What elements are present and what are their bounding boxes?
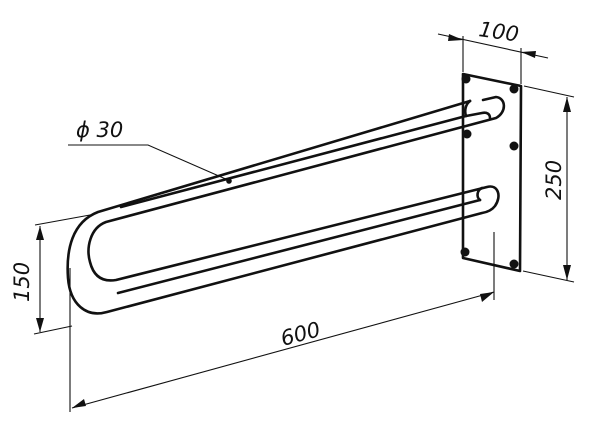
plate-bolt-mid-left bbox=[462, 129, 472, 139]
tube-end-lower bbox=[476, 186, 484, 202]
plate-height-arrow-bottom bbox=[563, 265, 571, 280]
height-label: 150 bbox=[10, 262, 34, 302]
plate-height-dimension: 250 bbox=[522, 85, 575, 283]
length-dimension-line bbox=[71, 291, 495, 409]
length-dimension: 600 bbox=[69, 232, 495, 412]
plate-width-arrow-right bbox=[521, 51, 536, 58]
length-arrow-left bbox=[72, 399, 86, 408]
plate-width-arrow-left bbox=[448, 34, 463, 41]
diameter-dimension: ϕ 30 bbox=[68, 118, 232, 184]
plate-bolt-bottom-left bbox=[460, 247, 470, 257]
diameter-label: ϕ 30 bbox=[76, 118, 123, 142]
diameter-leader-dot bbox=[226, 178, 232, 184]
length-label: 600 bbox=[278, 317, 323, 351]
tube-end-upper bbox=[463, 99, 472, 118]
height-extension-top bbox=[34, 214, 91, 226]
plate-height-extension-top bbox=[523, 85, 575, 98]
height-dimension: 150 bbox=[10, 214, 91, 335]
plate-height-arrow-top bbox=[563, 97, 571, 112]
plate-height-extension-bottom bbox=[522, 270, 575, 283]
height-arrow-top bbox=[36, 226, 44, 240]
plate-height-label: 250 bbox=[542, 160, 566, 200]
plate-bolt-bottom-right bbox=[509, 259, 519, 269]
height-arrow-bottom bbox=[36, 318, 44, 332]
wall-plate bbox=[460, 72, 523, 273]
plate-bolt-top-right bbox=[509, 84, 519, 94]
plate-bolt-mid-right bbox=[509, 141, 519, 151]
plate-width-label: 100 bbox=[477, 17, 520, 46]
u-tube bbox=[66, 95, 506, 315]
length-arrow-right bbox=[480, 292, 494, 302]
plate-width-dimension: 100 bbox=[437, 17, 549, 84]
diameter-leader-line bbox=[68, 144, 229, 181]
plate-bolt-top-left bbox=[461, 74, 471, 84]
height-extension-bottom bbox=[33, 325, 73, 335]
tube-outer-contour bbox=[66, 95, 506, 315]
